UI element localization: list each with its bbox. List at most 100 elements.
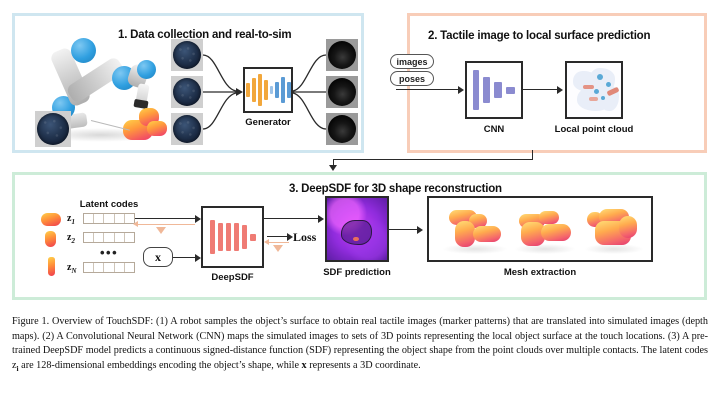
coordinate-to-deepsdf-arrowhead <box>195 253 201 262</box>
latent-symbol-n: zN <box>67 262 77 275</box>
mesh-shadow <box>443 244 507 254</box>
sdf-to-mesh-line <box>389 229 419 231</box>
latent-to-deepsdf-line <box>135 218 197 220</box>
deepsdf-network-box <box>201 206 264 268</box>
tactile-disc <box>173 41 201 69</box>
stage-connector-vertical <box>531 150 533 160</box>
cnn-bar <box>494 82 502 98</box>
local-point-cloud-label: Local point cloud <box>554 124 634 135</box>
generator-network-box <box>243 67 293 113</box>
panel-2-title: 2. Tactile image to local surface predic… <box>428 30 651 42</box>
latent-codes-label: Latent codes <box>79 199 139 210</box>
point-cloud-dot <box>594 89 599 94</box>
mesh-shadow <box>585 244 643 254</box>
figure-caption-text-3: represents a 3D coordinate. <box>306 359 421 371</box>
mesh-part <box>619 216 637 238</box>
cnn-bar <box>483 77 490 103</box>
object-part-c <box>147 121 167 136</box>
deepsdf-bars <box>203 208 262 266</box>
tactile-disc <box>173 115 201 143</box>
sdf-highlight-dot <box>353 237 359 242</box>
cnn-label: CNN <box>483 124 505 135</box>
latent-symbol-2: z2 <box>67 232 75 245</box>
depth-disc <box>328 41 356 69</box>
generator-bar <box>280 77 285 103</box>
stage-connector-drop <box>332 159 334 167</box>
figure-caption-subscript: i <box>16 363 19 373</box>
figure-caption-text: Overview of TouchSDF: (1) A robot sample… <box>12 316 708 371</box>
simulated-depth-image-1 <box>326 39 358 71</box>
loss-gradient-marker <box>273 245 283 252</box>
mesh-part <box>539 211 559 224</box>
point-cloud-dot <box>606 82 611 87</box>
point-cloud-dot <box>583 85 594 89</box>
cnn-bar <box>506 86 515 94</box>
mesh-part <box>455 221 475 247</box>
input-pill-poses: poses <box>390 71 434 86</box>
latent-gradient-arrowhead <box>133 221 138 227</box>
loss-gradient-line <box>267 242 289 244</box>
generator-output-connectors <box>292 54 327 130</box>
latent-object-thumb-1 <box>41 213 61 226</box>
generator-input-connectors <box>202 54 243 130</box>
deepsdf-bar <box>249 233 256 241</box>
deepsdf-bar <box>225 223 231 251</box>
latent-symbol-1: z1 <box>67 213 75 226</box>
stage-connector-arrowhead <box>329 165 337 171</box>
mesh-view-2 <box>515 210 575 254</box>
generator-bar <box>251 78 256 102</box>
panel-1-title: 1. Data collection and real-to-sim <box>118 29 292 41</box>
panel-surface-prediction: 2. Tactile image to local surface predic… <box>390 13 707 153</box>
latent-object-thumb-2 <box>45 231 56 247</box>
point-cloud-dot <box>601 96 605 100</box>
target-object <box>121 106 167 142</box>
mesh-extraction-label: Mesh extraction <box>503 267 577 278</box>
sdf-prediction-label: SDF prediction <box>323 267 391 278</box>
mesh-view-1 <box>443 208 507 254</box>
generator-bar <box>274 82 279 98</box>
depth-disc <box>328 115 356 143</box>
figure-caption-bold-x: x <box>301 359 307 371</box>
simulated-depth-image-2 <box>326 76 358 108</box>
tactile-disc <box>37 113 69 145</box>
latent-gradient-line <box>137 224 195 226</box>
cnn-bars <box>467 63 521 117</box>
loss-line-top <box>267 236 289 238</box>
robot-arm-illustration <box>33 28 168 148</box>
cnn-output-arrow-line <box>523 89 559 91</box>
input-pill-images: images <box>390 54 434 69</box>
deepsdf-bar <box>241 225 247 249</box>
real-tactile-image-callout <box>35 111 71 147</box>
local-point-cloud-image <box>565 61 623 119</box>
real-tactile-image-2 <box>171 76 203 108</box>
generator-bars <box>245 69 291 111</box>
loss-gradient-arrowhead <box>264 239 269 245</box>
depth-disc <box>328 78 356 106</box>
figure-caption: Figure 1. Overview of TouchSDF: (1) A ro… <box>12 315 708 376</box>
coordinate-to-deepsdf-line <box>173 257 197 259</box>
generator-bar <box>286 82 291 98</box>
generator-bar <box>269 86 273 94</box>
tactile-disc <box>173 78 201 106</box>
mesh-view-3 <box>585 208 643 254</box>
latent-vector-2 <box>83 232 135 243</box>
robot-joint-2 <box>71 38 96 63</box>
sdf-prediction-image <box>325 196 389 262</box>
latent-ellipsis: ••• <box>100 245 119 260</box>
deepsdf-to-sdf-line <box>264 218 320 220</box>
sdf-to-mesh-arrowhead <box>417 225 423 234</box>
mesh-extraction-box <box>427 196 653 262</box>
cnn-input-arrow-line <box>396 89 459 91</box>
stage-connector-horizontal <box>333 159 533 161</box>
loss-arrowhead <box>287 232 293 241</box>
cnn-bar <box>473 70 479 110</box>
deepsdf-to-sdf-arrowhead <box>318 214 324 223</box>
generator-bar <box>257 74 262 106</box>
point-cloud-dot <box>597 74 603 80</box>
mesh-shadow <box>515 244 575 254</box>
deepsdf-bar <box>233 223 239 251</box>
latent-vector-1 <box>83 213 135 224</box>
panel-data-collection: 1. Data collection and real-to-sim <box>12 13 364 153</box>
deepsdf-bar <box>209 220 215 254</box>
figure-caption-text-2: are 128-dimensional embeddings encoding … <box>18 359 302 371</box>
